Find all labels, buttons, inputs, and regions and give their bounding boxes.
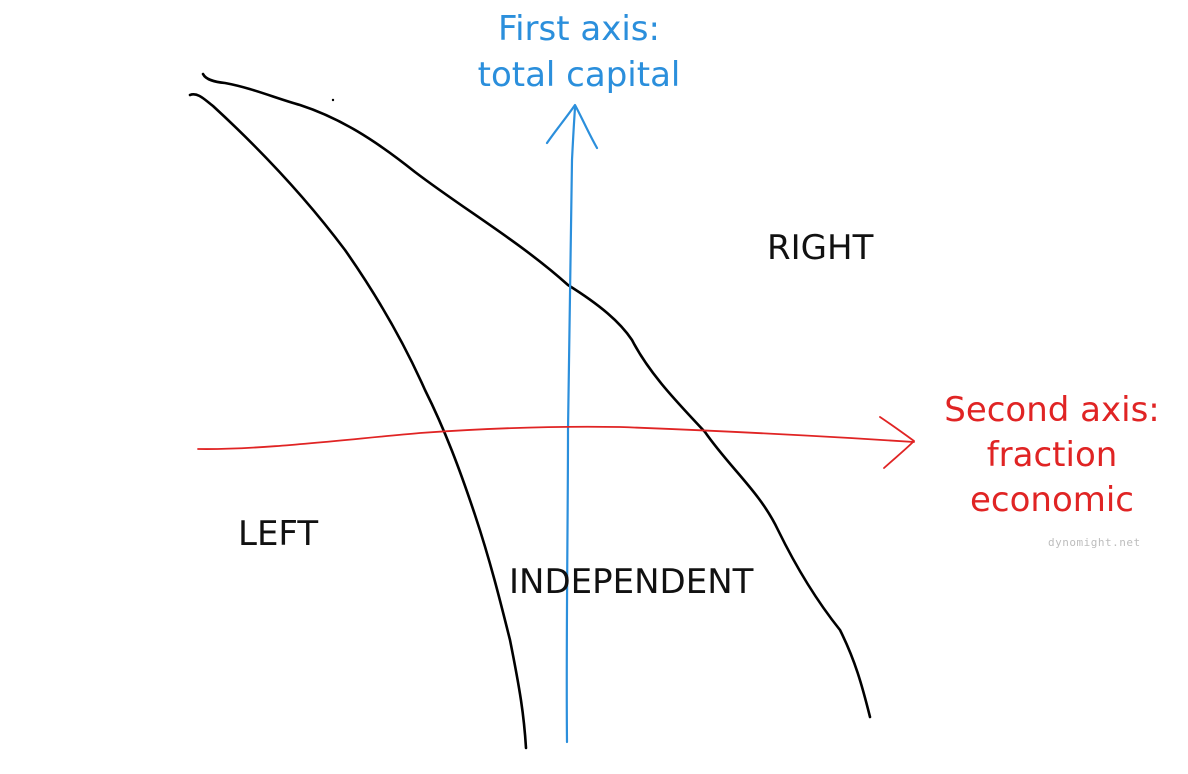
second-axis-arrowhead [879,416,915,469]
right-boundary-curve [201,72,872,719]
first-axis-label-line-1: First axis: [498,9,660,49]
second-axis-line [197,425,915,450]
region-right-label: RIGHT [767,228,874,268]
second-axis-label-line-2: fraction [986,435,1118,475]
second-axis-label: Second axis: fraction economic [944,388,1160,523]
left-boundary-curve [188,93,528,750]
first-axis-label: First axis: total capital [478,6,681,98]
second-axis-label-line-3: economic [969,480,1135,520]
first-axis-line [565,106,577,744]
stray-dot [331,98,335,102]
site-credit: dynomight.net [1048,536,1141,549]
first-axis-label-line-2: total capital [477,55,681,95]
second-axis-label-line-1: Second axis: [944,390,1160,430]
region-independent-label: INDEPENDENT [509,562,754,602]
region-left-label: LEFT [238,514,319,554]
first-axis-arrowhead [545,103,599,150]
